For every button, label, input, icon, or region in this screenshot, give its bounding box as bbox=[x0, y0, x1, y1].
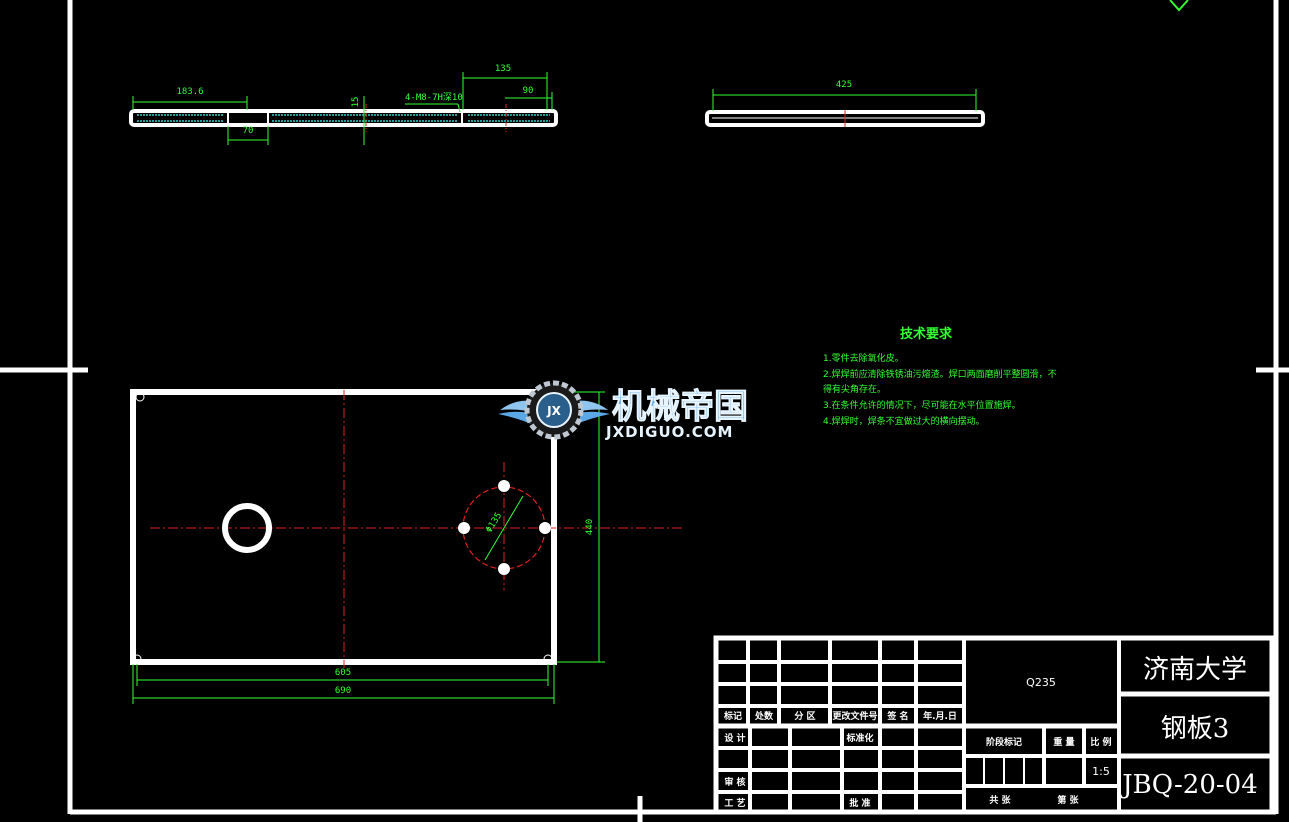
dim-top-183-6: 183.6 bbox=[176, 87, 203, 97]
dim-hole-circle: Φ135 bbox=[484, 511, 504, 535]
main-view-dimensions bbox=[132, 391, 605, 704]
tb-university: 济南大学 bbox=[1143, 655, 1247, 685]
tb-weight: 重 量 bbox=[1053, 736, 1074, 748]
tech-req-line-5: 4.焊焊时，焊条不宜做过大的横向摆动。 bbox=[823, 415, 985, 427]
dim-height-440: 440 bbox=[585, 519, 595, 535]
tb-ratio: 比 例 bbox=[1090, 736, 1111, 748]
tb-part-name: 钢板3 bbox=[1161, 714, 1230, 744]
tb-material: Q235 bbox=[1026, 676, 1056, 689]
dim-width-605: 605 bbox=[335, 668, 351, 678]
dim-top-70: 70 bbox=[243, 126, 254, 136]
side-view bbox=[705, 89, 985, 127]
tb-header-date: 年.月.日 bbox=[923, 710, 957, 722]
tech-req-line-3: 得有尖角存在。 bbox=[823, 383, 886, 395]
tb-role-process: 工 艺 bbox=[724, 797, 745, 809]
surface-finish-mark bbox=[1169, 0, 1189, 12]
dim-top-15: 15 bbox=[351, 97, 361, 108]
tb-drawing-number: JBQ-20-04 bbox=[1119, 770, 1258, 800]
watermark-en: JXDIGUO.COM bbox=[605, 423, 733, 441]
tb-header-mark: 标记 bbox=[723, 710, 742, 722]
gear-wings-icon bbox=[498, 380, 610, 440]
tb-header-count: 处数 bbox=[754, 710, 774, 722]
tech-req-line-4: 3.在条件允许的情况下，尽可能在水平位置施焊。 bbox=[823, 399, 1021, 411]
top-view-dimensions bbox=[132, 72, 553, 145]
tb-scale: 1:5 bbox=[1092, 765, 1110, 778]
tb-header-zone: 分 区 bbox=[794, 710, 815, 722]
tb-header-signature: 签 名 bbox=[886, 710, 908, 722]
dim-top-90: 90 bbox=[523, 86, 534, 96]
tb-role-approve: 批 准 bbox=[849, 797, 870, 809]
title-block bbox=[713, 635, 1275, 815]
technical-requirements: 技术要求 1.零件去除氧化皮。 2.焊焊前应清除铁锈油污熔渣。焊口两面磨削平整圆… bbox=[823, 326, 1057, 427]
watermark-cn: 机械帝国 bbox=[612, 387, 748, 427]
tb-header-change-doc: 更改文件号 bbox=[832, 710, 877, 722]
tb-stage-mark: 阶段标记 bbox=[986, 736, 1022, 748]
tb-role-design: 设 计 bbox=[724, 732, 745, 744]
watermark-logo: JX 机械帝国 JXDIGUO.COM bbox=[498, 380, 749, 441]
tech-req-title: 技术要求 bbox=[900, 326, 953, 342]
dim-width-690: 690 bbox=[335, 686, 351, 696]
tb-role-standardize: 标准化 bbox=[845, 732, 873, 744]
tb-sheet-number: 第 张 bbox=[1057, 794, 1079, 806]
tech-req-line-2: 2.焊焊前应清除铁锈油污熔渣。焊口两面磨削平整圆滑，不 bbox=[823, 368, 1057, 380]
dim-side-425: 425 bbox=[836, 80, 852, 90]
tech-req-line-1: 1.零件去除氧化皮。 bbox=[823, 352, 904, 364]
dim-top-135: 135 bbox=[495, 64, 511, 74]
main-plate-view bbox=[130, 389, 682, 668]
tb-role-review: 审 核 bbox=[724, 776, 745, 788]
top-section-view bbox=[129, 104, 558, 132]
tb-sheets-total: 共 张 bbox=[989, 794, 1011, 806]
watermark-emblem-text: JX bbox=[546, 404, 561, 418]
dim-top-thread-spec: 4-M8-7H深10 bbox=[405, 92, 463, 103]
